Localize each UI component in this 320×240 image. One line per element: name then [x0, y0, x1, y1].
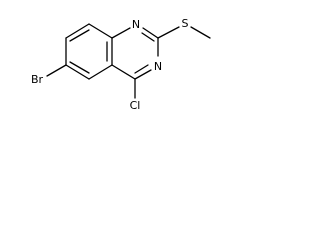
bond-n3-c4: [134, 69, 152, 80]
bond-c2-s: [157, 26, 180, 39]
bond-c4-c4a: [111, 64, 136, 80]
double-bond-c5-c6-inner: [69, 61, 90, 74]
double-bond-c7-c8-inner: [69, 29, 90, 42]
bond-c8-c8a: [88, 23, 113, 39]
atom-s-label: S: [182, 17, 189, 30]
double-bond-n1-c2-inner: [141, 32, 155, 42]
bond-n1-c2: [142, 27, 159, 39]
structure-canvas: N N S Cl Br: [0, 0, 260, 136]
bond-s-ch3: [190, 26, 211, 39]
bond-c5-c6: [65, 64, 90, 80]
atom-n3-label: N: [154, 60, 162, 73]
double-bond-n3-c4-inner: [134, 64, 149, 74]
atom-br-label: Br: [31, 73, 44, 86]
molecule-structure: N N S Cl Br: [31, 17, 211, 112]
atom-cl-label: Cl: [130, 99, 141, 112]
bond-c4a-c5: [88, 64, 113, 80]
bond-c8a-n1: [111, 27, 131, 39]
bond-c7-c8: [65, 23, 90, 39]
bond-c6-br: [46, 64, 67, 77]
atom-n1-label: N: [132, 18, 140, 31]
